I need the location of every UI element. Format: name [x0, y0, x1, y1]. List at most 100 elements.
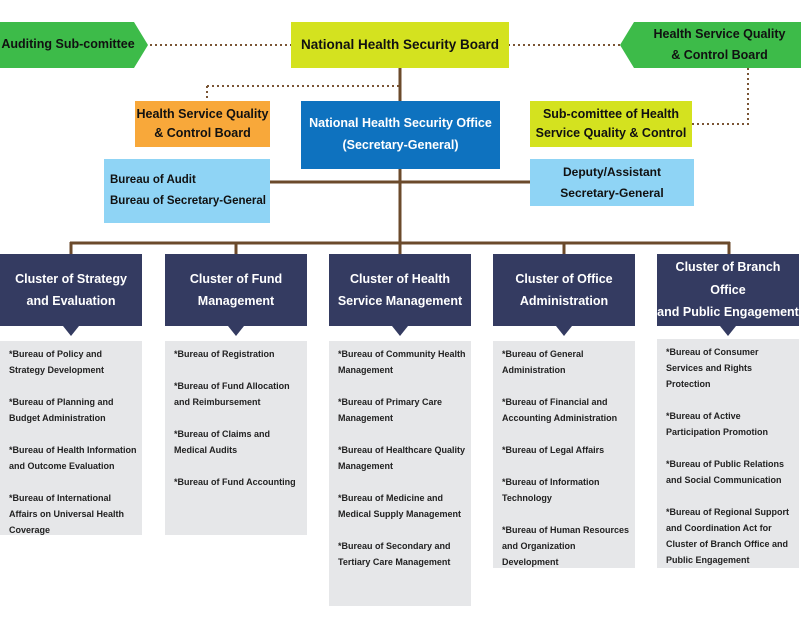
bureau-list-health-service: *Bureau of Community Health Management *… — [329, 341, 471, 606]
list-item-line: Administration — [502, 365, 566, 375]
list-item-line: *Bureau of Primary Care — [338, 397, 443, 407]
list-item-line: *Bureau of Legal Affairs — [502, 445, 605, 455]
list-item: *Bureau of Community Health Management — [338, 346, 467, 378]
list-item: *Bureau of Information Technology — [502, 474, 631, 506]
list-item-line: Budget Administration — [9, 413, 106, 423]
dotted-connector — [692, 68, 749, 125]
list-item-line: Accounting Administration — [502, 413, 618, 423]
list-item-line: Health Management — [338, 349, 466, 375]
national-health-security-office: National Health Security Office (Secreta… — [301, 101, 500, 169]
subcommittee-health-service-quality: Sub-comittee of Health Service Quality &… — [530, 101, 692, 147]
list-item-line: and Organization Development — [502, 541, 576, 567]
list-item-line: *Bureau of Human Resources — [502, 525, 630, 535]
control-board-left-line2: & Control Board — [154, 126, 251, 140]
control-board-right-shape — [620, 22, 801, 68]
list-item-line: *Bureau of Community — [338, 349, 436, 359]
cluster-title-line: Cluster of Office — [515, 271, 613, 286]
national-health-security-board: National Health Security Board — [291, 22, 509, 68]
list-item-line: Quality Management — [338, 445, 466, 471]
cluster-office-administration: Cluster of Office Administration — [493, 254, 635, 336]
list-item-line: Public Engagement — [666, 555, 750, 565]
list-item-line: *Bureau of International — [9, 493, 112, 503]
bureau-list-strategy: *Bureau of Policy and Strategy Developme… — [0, 341, 142, 535]
list-item-line: *Bureau of Regional Support — [666, 507, 790, 517]
deputy-assistant-secretary-general: Deputy/Assistant Secretary-General — [530, 159, 694, 206]
list-item: *Bureau of Medicine and Medical Supply M… — [338, 490, 467, 522]
list-item: *Bureau of Fund Accounting — [174, 474, 303, 490]
list-item-line: *Bureau of Policy and — [9, 349, 103, 359]
list-item: *Bureau of Health Information and Outcom… — [9, 442, 138, 474]
cluster-branch-office-public-engagement: Cluster of Branch Office and Public Enga… — [657, 254, 799, 336]
deputy-line2: Secretary-General — [560, 185, 664, 200]
list-item-line: Management — [338, 413, 394, 423]
subcommittee-line2: Service Quality & Control — [535, 126, 687, 140]
bureau-of-audit: Bureau of Audit — [110, 174, 196, 187]
list-item: *Bureau of Fund Allocation and Reimburse… — [174, 378, 303, 410]
control-board-left-line1: Health Service Quality — [136, 106, 269, 121]
list-item: *Bureau of Registration — [174, 346, 303, 362]
bureau-list-branch-office: *Bureau of Consumer Services and Rights … — [657, 339, 799, 568]
cluster-title-line: Administration — [519, 294, 609, 308]
list-item: *Bureau of Human Resources and Organizat… — [502, 522, 631, 570]
list-item: *Bureau of International Affairs on Univ… — [9, 490, 138, 538]
list-item-line: *Bureau of Secondary and — [338, 541, 451, 551]
list-item: *Bureau of Active Participation Promotio… — [666, 408, 795, 440]
auditing-box-shape — [0, 22, 148, 68]
control-board-right-line1: Health Service Quality — [653, 26, 786, 41]
list-item-line: Coverage — [9, 525, 51, 535]
list-item-line: and Coordination Act for — [666, 523, 772, 533]
auditing-subcommittee: Auditing Sub-comittee — [0, 22, 136, 68]
list-item-line: and Outcome Evaluation — [9, 461, 115, 471]
list-item-line: Strategy Development — [9, 365, 105, 375]
list-item-line: *Bureau of General — [502, 349, 584, 359]
auditing-subcommittee-label: Auditing Sub-comittee — [1, 37, 135, 52]
office-title-line1: National Health Security Office — [309, 116, 492, 131]
subcommittee-line1: Sub-comittee of Health — [542, 106, 680, 121]
list-item-line: *Bureau of Active Participation — [666, 411, 741, 437]
deputy-line1: Deputy/Assistant — [562, 164, 662, 179]
list-item-line: *Bureau of Information — [502, 477, 600, 487]
bureau-list-office-administration: *Bureau of General Administration *Burea… — [493, 341, 635, 568]
list-item-line: *Bureau of Fund Allocation — [174, 381, 290, 391]
health-service-quality-control-board-left: Health Service Quality & Control Board — [135, 101, 270, 147]
list-item: *Bureau of Financial and Accounting Admi… — [502, 394, 631, 426]
cluster-title-line: and Evaluation — [26, 294, 116, 308]
list-item-line: Medical Audits — [174, 445, 238, 455]
list-item-line: *Bureau of Healthcare — [338, 445, 433, 455]
list-item-line: *Bureau of Financial and — [502, 397, 608, 407]
list-item-line: and Reimbursement — [174, 397, 261, 407]
cluster-title-line: Management — [197, 294, 275, 308]
list-item: *Bureau of Legal Affairs — [502, 442, 631, 458]
bureau-list-fund: *Bureau of Registration *Bureau of Fund … — [165, 341, 307, 535]
cluster-health-service-management: Cluster of Health Service Management — [329, 254, 471, 336]
list-item-line: and Rights Protection — [666, 363, 753, 389]
list-item-line: *Bureau of Planning and — [9, 397, 114, 407]
list-item: *Bureau of Secondary and Tertiary Care M… — [338, 538, 467, 570]
list-item-line: *Bureau of Consumer Services — [666, 347, 759, 373]
list-item-line: Affairs on Universal Health — [9, 509, 125, 519]
list-item: *Bureau of Planning and Budget Administr… — [9, 394, 138, 426]
list-item-line: *Bureau of Public Relations and — [666, 459, 785, 485]
cluster-title-line: and Public Engagement — [657, 305, 799, 320]
cluster-title-line: Cluster of Strategy — [15, 271, 127, 286]
bureau-of-secretary-general: Bureau of Secretary-General — [110, 195, 266, 207]
control-board-right-line2: & Control Board — [671, 48, 768, 62]
list-item-line: Cluster of Branch Office and — [666, 539, 789, 549]
list-item-line: *Bureau of Claims and — [174, 429, 271, 439]
list-item: *Bureau of Public Relations and Social C… — [666, 456, 795, 488]
list-item-line: Medical Supply Management — [338, 509, 462, 519]
list-item-line: Tertiary Care Management — [338, 557, 451, 567]
list-item: *Bureau of Consumer Services and Rights … — [666, 344, 795, 392]
list-item: *Bureau of Claims and Medical Audits — [174, 426, 303, 458]
list-item: *Bureau of Regional Support and Coordina… — [666, 504, 795, 568]
bureau-audit-secretary-box: Bureau of Audit Bureau of Secretary-Gene… — [104, 159, 270, 223]
cluster-title-line: Cluster of Health — [349, 271, 450, 286]
list-item-line: Technology — [502, 493, 552, 503]
list-item: *Bureau of Healthcare Quality Management — [338, 442, 467, 474]
list-item-line: *Bureau of Registration — [174, 349, 275, 359]
cluster-fund-management: Cluster of Fund Management — [165, 254, 307, 336]
cluster-title-line: Cluster of Fund — [189, 271, 283, 286]
list-item: *Bureau of General Administration — [502, 346, 631, 378]
cluster-strategy-evaluation: Cluster of Strategy and Evaluation — [0, 254, 142, 336]
